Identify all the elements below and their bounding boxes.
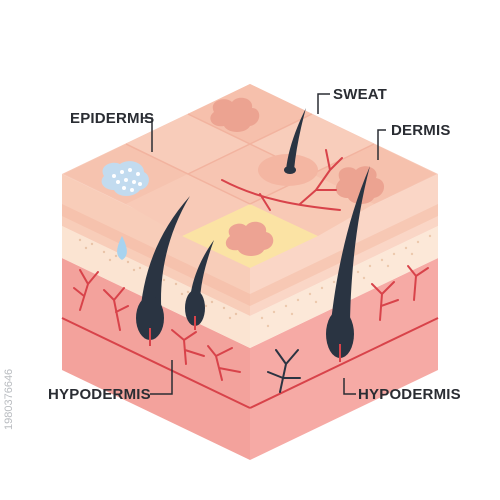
top-blood-vessels	[221, 149, 343, 211]
left-face-hypodermis	[62, 258, 250, 460]
hair-left-short-bulb	[185, 290, 205, 326]
dark-vessel-tree	[267, 349, 301, 393]
leader-sweat	[317, 93, 330, 114]
label-hypodermis-left: HYPODERMIS	[48, 386, 151, 403]
hair-right-long	[330, 166, 370, 332]
right-dermis-dots	[260, 234, 432, 328]
cell-cluster-yellow	[225, 221, 274, 256]
left-blood-vessels	[73, 269, 241, 381]
hair-papilla	[149, 316, 341, 362]
left-red-line	[61, 317, 251, 409]
hair-right-bulb	[326, 310, 354, 358]
hair-left-bulb	[136, 296, 164, 340]
top-face	[62, 84, 438, 268]
left-dermis-dots	[78, 238, 238, 320]
water-drop-icon	[117, 236, 127, 260]
hair-top-root	[284, 166, 296, 174]
watermark-id: 1980376646	[3, 369, 15, 430]
label-hypodermis-right: HYPODERMIS	[358, 386, 461, 403]
leader-hypodermis-left	[150, 360, 173, 395]
right-blood-vessels	[371, 265, 429, 321]
label-sweat: SWEAT	[333, 86, 387, 103]
hairs	[136, 108, 370, 358]
tile-grooves	[125, 113, 375, 205]
right-face-hypodermis	[250, 258, 438, 460]
cell-cluster-right	[335, 166, 385, 204]
hair-left-long	[140, 196, 190, 318]
hair-top	[286, 108, 306, 170]
leader-epidermis	[142, 117, 153, 152]
hair-left-short	[190, 240, 214, 304]
leader-dermis	[377, 129, 386, 160]
leader-hypodermis-right	[343, 378, 356, 395]
sweat-pore-blue	[101, 161, 149, 196]
label-dermis: DERMIS	[391, 122, 451, 139]
right-red-line	[249, 317, 439, 409]
cell-cluster-back	[210, 97, 260, 132]
leader-lines	[142, 93, 386, 395]
label-epidermis: EPIDERMIS	[70, 110, 154, 127]
